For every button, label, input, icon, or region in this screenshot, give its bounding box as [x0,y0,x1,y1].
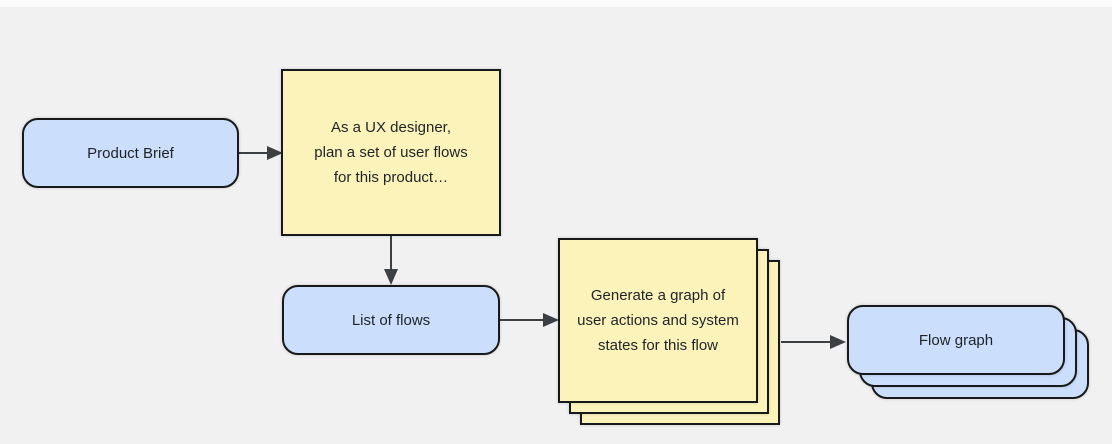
node-product-brief[interactable]: Product Brief [22,118,239,188]
stack-layer-front: Generate a graph of user actions and sys… [558,238,758,403]
stack-layer-front: Flow graph [847,305,1065,375]
node-prompt-generate-graph[interactable]: Generate a graph of user actions and sys… [558,238,782,426]
top-strip [0,0,1112,7]
edge-list-of-flows-to-generate-graph [500,313,559,327]
node-prompt-plan-flows-label: As a UX designer, plan a set of user flo… [314,119,468,186]
node-prompt-generate-graph-label: Generate a graph of user actions and sys… [577,287,739,354]
node-prompt-plan-flows[interactable]: As a UX designer, plan a set of user flo… [281,69,501,236]
edge-generate-graph-to-flow-graph [781,335,846,349]
node-flow-graph[interactable]: Flow graph [847,305,1091,401]
edge-prompt-to-list-of-flows [384,236,398,285]
node-product-brief-label: Product Brief [87,144,174,162]
node-flow-graph-label: Flow graph [918,331,994,349]
node-list-of-flows[interactable]: List of flows [282,285,500,355]
node-list-of-flows-label: List of flows [351,311,431,329]
edge-product-brief-to-prompt [239,146,283,160]
